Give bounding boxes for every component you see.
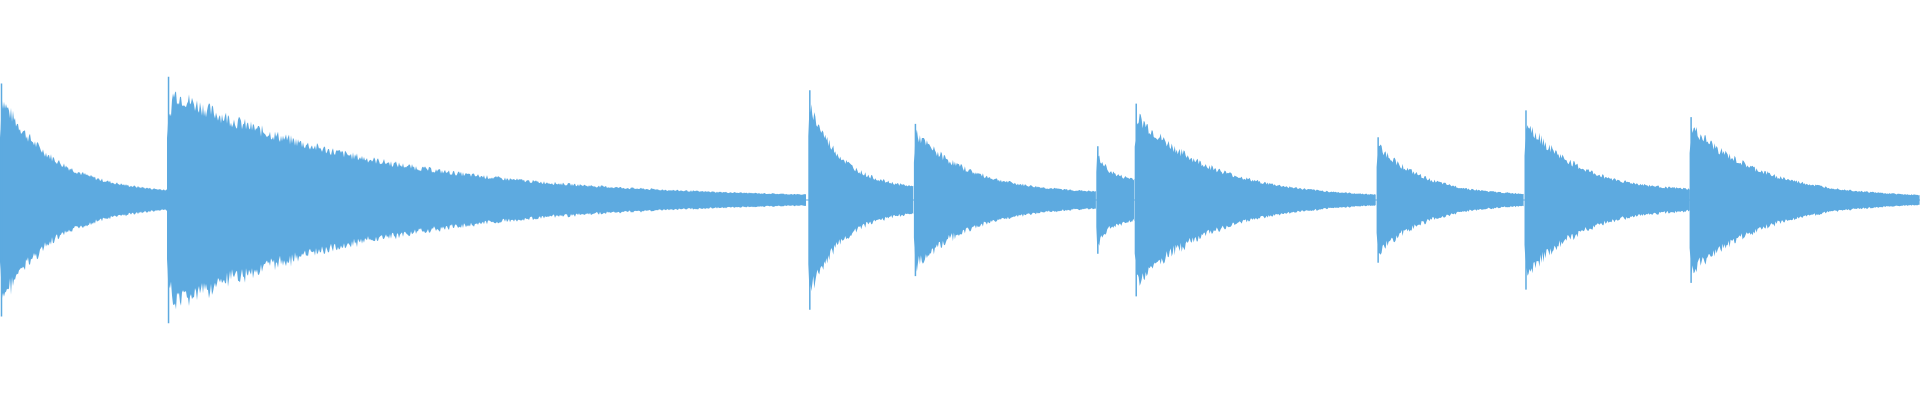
note-envelope-6 xyxy=(1134,113,1376,286)
note-envelope-9 xyxy=(1689,127,1920,274)
note-envelope-2 xyxy=(167,91,806,310)
note-envelope-3 xyxy=(808,104,914,292)
note-envelope-4 xyxy=(913,129,1096,272)
note-envelope-5 xyxy=(1096,150,1135,249)
note-envelope-1 xyxy=(0,100,167,299)
note-envelope-7 xyxy=(1376,144,1524,255)
note-envelope-8 xyxy=(1524,125,1690,276)
